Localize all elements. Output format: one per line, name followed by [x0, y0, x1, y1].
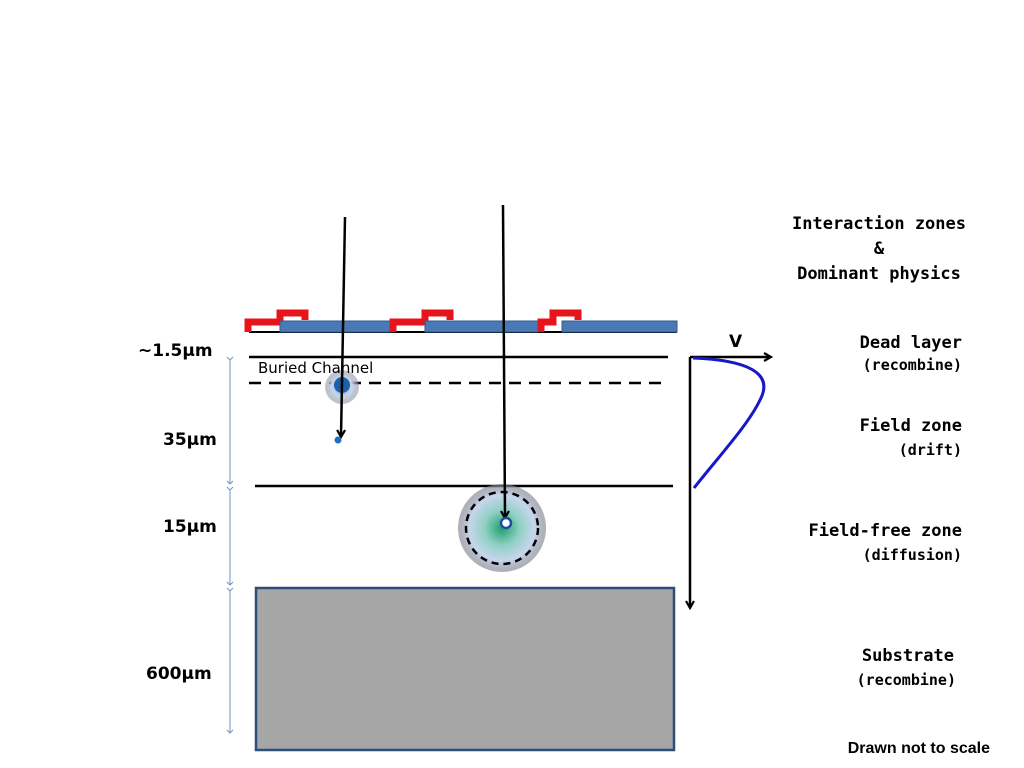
header-line-3: Dominant physics [797, 264, 961, 284]
zone-dead-layer-sub: (recombine) [862, 356, 962, 374]
scale-note: Drawn not to scale [847, 740, 990, 757]
zone-field-free-sub: (diffusion) [862, 546, 962, 564]
buried-channel-label: Buried Channel [258, 359, 374, 377]
photon-track-1 [325, 216, 359, 444]
header-line-1: Interaction zones [792, 214, 966, 234]
gate-1 [244, 309, 392, 333]
zone-field-title: Field zone [859, 416, 962, 436]
potential-profile [690, 357, 771, 608]
zone-field-sub: (drift) [898, 441, 962, 459]
voltage-axis-label: V [729, 332, 743, 352]
depth-label-substrate: 600μm [146, 664, 212, 684]
photon-track-2 [458, 204, 546, 572]
zone-dead-layer-title: Dead layer [859, 333, 962, 353]
zone-substrate-title: Substrate [861, 646, 954, 666]
photon-arrow-2 [503, 204, 505, 518]
gate-3 [537, 309, 678, 333]
charge-origin-point [499, 516, 513, 530]
diffusion-boundary [464, 490, 540, 566]
gate-electrodes [244, 309, 678, 333]
zones-header: Interaction zones & Dominant physics [770, 212, 988, 287]
charge-point-small [334, 436, 342, 444]
diffusion-cloud [458, 484, 546, 572]
substrate-block [254, 586, 676, 752]
depth-label-field-zone: 35μm [163, 430, 217, 450]
depth-label-field-free: 15μm [163, 517, 217, 537]
photon-arrow-1 [341, 216, 347, 437]
gate-2 [389, 309, 539, 333]
zone-substrate-sub: (recombine) [856, 671, 956, 689]
depth-label-dead-layer: ~1.5μm [138, 341, 213, 361]
potential-curve [692, 356, 766, 489]
header-line-2: & [873, 239, 885, 259]
zone-field-free-title: Field-free zone [808, 521, 962, 541]
